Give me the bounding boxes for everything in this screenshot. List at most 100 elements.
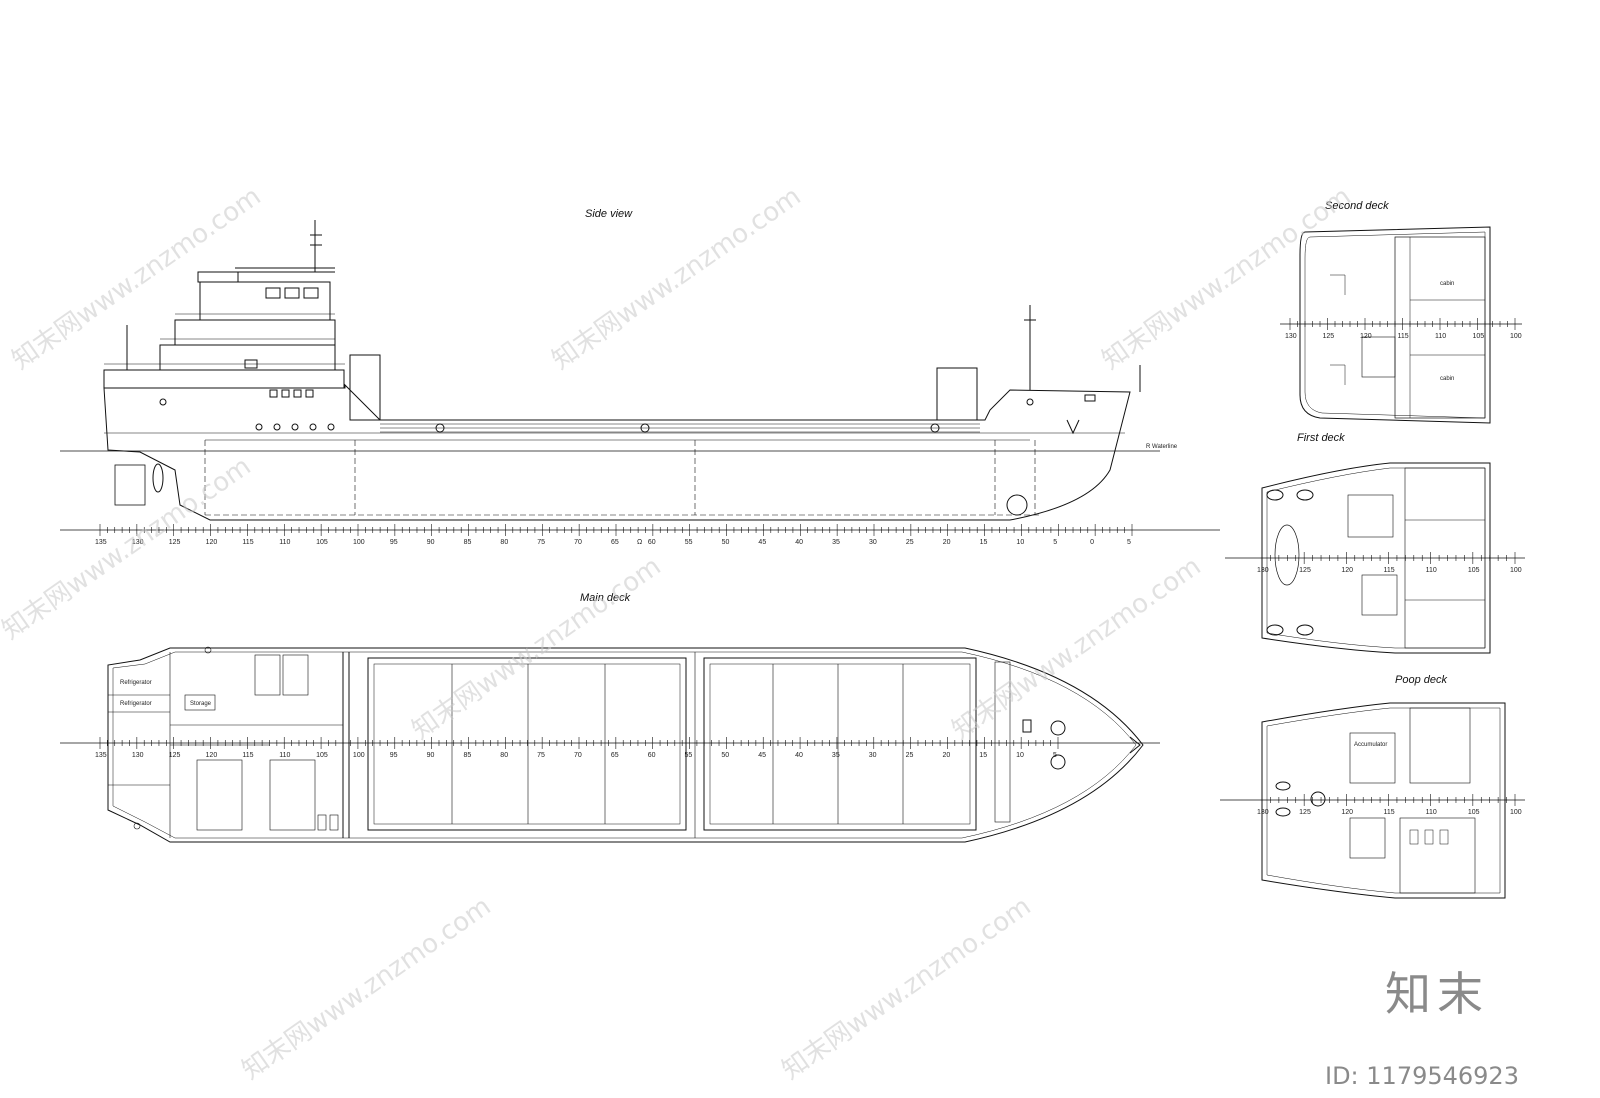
frame-number: 90 xyxy=(427,539,435,546)
watermark-text: 知末网www.znzmo.com xyxy=(777,891,1037,1085)
frame-number: 35 xyxy=(832,539,840,546)
frame-number: 115 xyxy=(1384,809,1395,816)
frame-number: 55 xyxy=(685,752,693,759)
second-deck-outline xyxy=(1299,226,1491,424)
first-deck-outline xyxy=(1261,462,1491,654)
frame-number: 120 xyxy=(1360,333,1372,340)
frame-number: 95 xyxy=(390,752,398,759)
poop-deck-title: Poop deck xyxy=(1395,674,1447,686)
frame-number: 10 xyxy=(1016,539,1024,546)
frame-number: 65 xyxy=(611,752,619,759)
side-view-title: Side view xyxy=(585,208,633,220)
superstructure-deck-3 xyxy=(174,319,336,346)
frame-number: 95 xyxy=(390,539,398,546)
frame-number: 120 xyxy=(206,539,218,546)
cargo-hold-aft xyxy=(367,657,687,831)
superstructure-deck-1 xyxy=(103,369,345,389)
watermark-text: 知末网www.znzmo.com xyxy=(407,551,667,745)
frame-number: 55 xyxy=(685,539,693,546)
frame-number: 70 xyxy=(574,752,582,759)
second-deck-title: Second deck xyxy=(1325,200,1389,212)
frame-number: 80 xyxy=(500,752,508,759)
frame-number: 110 xyxy=(1426,567,1437,574)
frame-number: 5 xyxy=(1053,539,1057,546)
waterline-label: R Waterline xyxy=(1146,444,1178,450)
superstructure-deck-2 xyxy=(159,344,336,371)
frame-number: 60 xyxy=(648,539,656,546)
frame-number: 20 xyxy=(942,752,950,759)
frame-number: 110 xyxy=(1435,333,1446,340)
frame-number: 115 xyxy=(242,539,253,546)
frame-number: 45 xyxy=(758,539,766,546)
frame-number: 125 xyxy=(1299,567,1311,574)
frame-number: 130 xyxy=(1257,567,1269,574)
frame-number: 100 xyxy=(1510,333,1522,340)
first-deck-title: First deck xyxy=(1297,432,1345,444)
cabin-label-1: cabin xyxy=(1440,281,1454,287)
refrigerator-label-2: Refrigerator xyxy=(120,701,152,707)
frame-number: 130 xyxy=(1257,809,1269,816)
cabin-label-2: cabin xyxy=(1440,376,1454,382)
frame-number: 10 xyxy=(1016,752,1024,759)
frame-number: 125 xyxy=(1323,333,1335,340)
frame-number: 70 xyxy=(574,539,582,546)
watermark-text: 知末网www.znzmo.com xyxy=(7,181,267,375)
frame-number: 105 xyxy=(1468,567,1480,574)
frame-number: 90 xyxy=(427,752,435,759)
main-deck-plan xyxy=(107,646,1144,843)
frame-number: 125 xyxy=(169,752,181,759)
frame-number: 115 xyxy=(1398,333,1409,340)
frame-number: 120 xyxy=(1341,567,1353,574)
refrigerator-label-1: Refrigerator xyxy=(120,680,152,686)
frame-number: 30 xyxy=(869,752,877,759)
frame-number: 50 xyxy=(722,539,730,546)
side-hull-outline xyxy=(103,383,1131,521)
frame-number: 40 xyxy=(795,539,803,546)
frame-number: 20 xyxy=(943,539,951,546)
frame-number: 25 xyxy=(906,539,914,546)
watermark-text: 知末网www.znzmo.com xyxy=(237,891,497,1085)
frame-number: 100 xyxy=(1510,567,1522,574)
frame-number: 105 xyxy=(1468,809,1480,816)
frame-number: 115 xyxy=(242,752,253,759)
main-deck-title: Main deck xyxy=(580,592,631,604)
frame-number: 65 xyxy=(611,539,619,546)
frame-number: 40 xyxy=(795,752,803,759)
frame-number: 105 xyxy=(316,539,328,546)
frame-number: 105 xyxy=(316,752,328,759)
frame-number: 135 xyxy=(95,752,107,759)
poop-deck-outline xyxy=(1261,702,1506,899)
poop-deck-plan xyxy=(1261,702,1506,899)
frame-number: 60 xyxy=(648,752,656,759)
frame-number: 50 xyxy=(721,752,729,759)
frame-number: 110 xyxy=(279,752,290,759)
frame-number: 130 xyxy=(1285,333,1297,340)
frame-number: 15 xyxy=(979,752,987,759)
frame-number: 75 xyxy=(537,752,545,759)
cargo-hold-fwd xyxy=(703,657,977,831)
second-deck-plan xyxy=(1299,226,1491,424)
frame-number: 85 xyxy=(464,539,472,546)
midship-symbol: Ω xyxy=(637,539,642,546)
accumulator-label: Accumulator xyxy=(1354,742,1387,748)
frame-number: 125 xyxy=(169,539,181,546)
frame-number: 100 xyxy=(353,752,365,759)
frame-number: 35 xyxy=(832,752,840,759)
watermark-text: 知末网www.znzmo.com xyxy=(1097,181,1357,375)
watermark-layer: 知末网www.znzmo.com 知末网www.znzmo.com 知末网www… xyxy=(0,181,1357,1085)
frame-number: 135 xyxy=(95,539,107,546)
frame-number: 120 xyxy=(1341,809,1353,816)
brand-logo-text: 知末 xyxy=(1385,967,1489,1021)
frame-number: 110 xyxy=(1426,809,1437,816)
frame-number: 110 xyxy=(279,539,290,546)
frame-number: 100 xyxy=(353,539,365,546)
side-view xyxy=(60,220,1160,521)
superstructure-bridge xyxy=(199,281,331,321)
frame-number: 15 xyxy=(980,539,988,546)
frame-number: 120 xyxy=(206,752,218,759)
frame-number: 85 xyxy=(463,752,471,759)
